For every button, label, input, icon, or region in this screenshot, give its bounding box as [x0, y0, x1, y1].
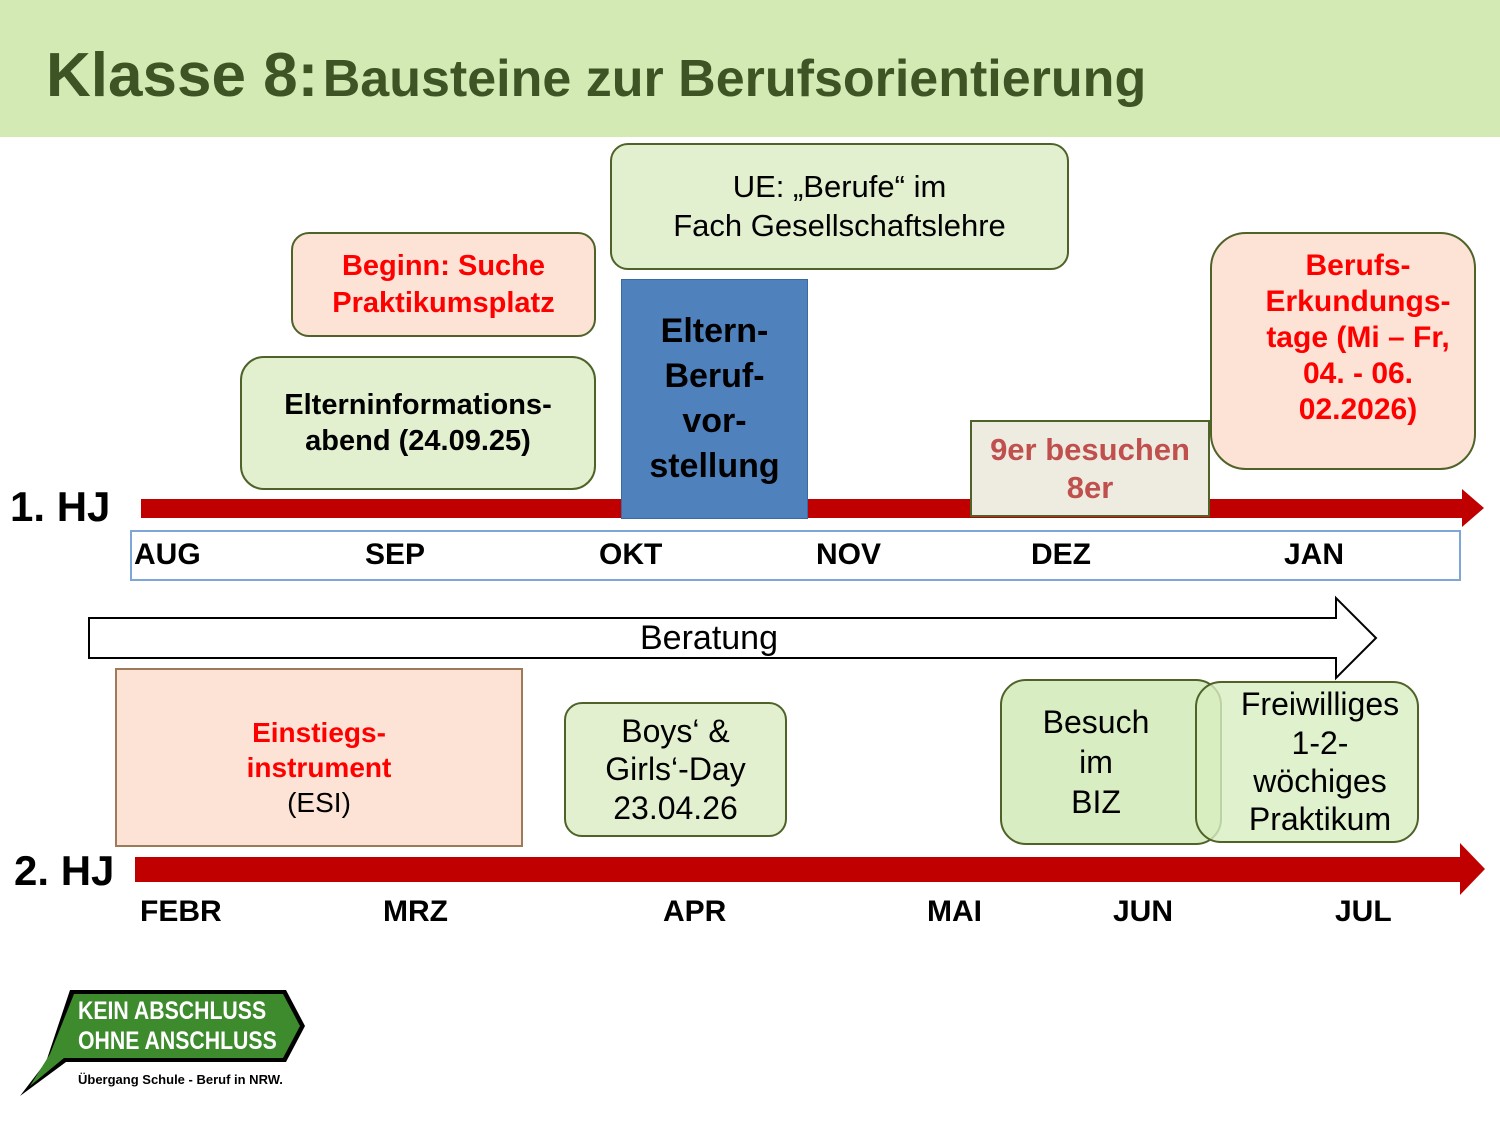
event-elterninformationsabend: Elterninformations- abend (24.09.25)	[240, 356, 596, 490]
beratung-label: Beratung	[640, 619, 778, 657]
event-freiwilliges-praktikum: Freiwilliges 1-2- wöchiges Praktikum	[1195, 681, 1419, 843]
event-text: 8er	[1066, 469, 1114, 505]
month-label: OKT	[599, 538, 663, 571]
logo-shape-icon	[20, 990, 305, 1096]
event-text: Fach Gesellschaftslehre	[673, 207, 1006, 243]
event-text: 23.04.26	[613, 789, 738, 826]
page-title: Klasse 8: Bausteine zur Berufsorientieru…	[46, 40, 1146, 111]
month-label: FEBR	[140, 895, 222, 928]
event-text: Boys‘ &	[621, 712, 730, 749]
event-text: abend (24.09.25)	[305, 425, 531, 457]
arrow-head-icon	[1460, 843, 1485, 895]
event-text: Praktikum	[1248, 801, 1392, 838]
arrow-head-icon	[1462, 489, 1484, 527]
logo-text-block: KEIN ABSCHLUSS OHNE ANSCHLUSS	[78, 996, 277, 1056]
event-text: Besuch	[1042, 704, 1150, 740]
event-boys-girls-day: Boys‘ & Girls‘-Day 23.04.26	[564, 702, 787, 837]
event-text: Eltern-	[660, 312, 769, 351]
event-text: 02.2026)	[1298, 393, 1418, 426]
event-text: Beginn: Suche	[341, 250, 545, 283]
event-text: Beruf-	[664, 357, 765, 396]
event-einstiegsinstrument: Einstiegs- instrument (ESI)	[115, 668, 523, 847]
event-text: UE: „Berufe“ im	[732, 168, 947, 204]
month-label: JAN	[1284, 538, 1345, 571]
event-text: Freiwilliges	[1240, 686, 1400, 723]
month-label: MAI	[927, 895, 982, 928]
month-label: SEP	[365, 538, 426, 571]
label-1hj: 1. HJ	[10, 483, 111, 530]
event-ue-berufe: UE: „Berufe“ im Fach Gesellschaftslehre	[610, 143, 1069, 270]
event-text: Berufs-	[1305, 249, 1411, 282]
event-text: BIZ	[1071, 784, 1121, 820]
logo-text: KEIN ABSCHLUSS	[78, 997, 267, 1025]
event-text: wöchiges	[1253, 763, 1387, 799]
month-label: JUL	[1335, 895, 1392, 928]
event-text: vor-	[682, 402, 747, 440]
month-label: NOV	[816, 538, 882, 571]
event-9er-besuchen-8er: 9er besuchen 8er	[970, 420, 1210, 517]
month-label: MRZ	[383, 895, 448, 928]
title-prefix: Klasse 8:	[46, 41, 319, 110]
event-text: stellung	[649, 446, 780, 485]
event-eltern-berufvorstellung: Eltern- Beruf- vor- stellung	[621, 279, 808, 519]
month-label: DEZ	[1031, 538, 1091, 571]
event-text: Elterninformations-	[284, 388, 552, 421]
month-label: AUG	[134, 538, 201, 571]
months-strip-1hj: AUG SEP OKT NOV DEZ JAN	[130, 530, 1461, 581]
title-rest: Bausteine zur Berufsorientierung	[322, 50, 1147, 108]
month-label: JUN	[1113, 895, 1174, 928]
event-berufserkundungstage: Berufs- Erkundungs- tage (Mi – Fr, 04. -…	[1210, 232, 1476, 470]
month-label: APR	[663, 895, 727, 928]
logo-text: OHNE ANSCHLUSS	[78, 1027, 277, 1055]
label-2hj: 2. HJ	[14, 847, 115, 894]
event-text: Girls‘-Day	[605, 751, 746, 788]
event-text: Einstiegs-	[252, 717, 386, 748]
event-text: 04. - 06.	[1302, 357, 1414, 390]
header-bar	[0, 0, 1500, 137]
event-text: Erkundungs-	[1265, 285, 1451, 318]
event-text: tage (Mi – Fr,	[1266, 321, 1450, 354]
event-praktikumsplatz-suche: Beginn: Suche Praktikumsplatz	[291, 232, 596, 337]
event-besuch-biz: Besuch im BIZ	[1000, 679, 1222, 845]
beratung-arrow-icon	[88, 595, 1378, 681]
event-text: (ESI)	[287, 787, 351, 818]
event-text: instrument	[246, 752, 392, 783]
event-text: 1-2-	[1291, 724, 1349, 761]
event-text: im	[1079, 744, 1113, 780]
logo-kein-abschluss: KEIN ABSCHLUSS OHNE ANSCHLUSS Übergang S…	[18, 988, 308, 1098]
logo-subtitle: Übergang Schule - Beruf in NRW.	[78, 1072, 283, 1087]
event-text: 9er besuchen	[990, 432, 1190, 468]
event-text: Praktikumsplatz	[332, 286, 555, 319]
timeline-arrow-2hj	[135, 857, 1462, 882]
